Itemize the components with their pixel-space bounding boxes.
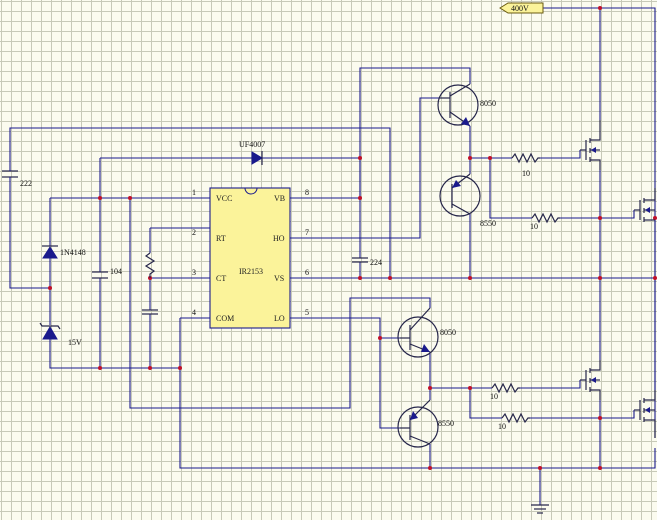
ic-pin-number-3: 3 — [192, 268, 196, 277]
resistor-r3[interactable]: 10 — [490, 382, 520, 401]
power-port-label: 400V — [511, 4, 529, 13]
wires — [9, 7, 656, 505]
resistor-rt[interactable] — [144, 252, 156, 278]
resistor-r1-label: 10 — [522, 169, 530, 178]
ic-pin-number-4: 4 — [192, 308, 196, 317]
ic-pin-name-com: COM — [216, 314, 234, 323]
ic-pin-name-vb: VB — [274, 194, 285, 203]
zener-15v-label: 15V — [68, 338, 82, 347]
ic-pin-name-vcc: VCC — [216, 194, 232, 203]
capacitor-ct[interactable] — [142, 309, 158, 315]
resistor-r1[interactable]: 10 — [511, 152, 540, 178]
ic-pin-number-7: 7 — [305, 228, 309, 237]
ic-ir2153[interactable]: IR2153 VCC RT CT COM LO VS HO VB 1 2 3 4… — [192, 187, 309, 329]
capacitor-104[interactable]: 104 — [92, 267, 122, 279]
capacitor-224-label: 224 — [370, 258, 382, 267]
capacitor-222-label: 222 — [20, 179, 32, 188]
zener-15v[interactable]: 15V — [39, 322, 82, 347]
ground-symbol — [531, 504, 549, 514]
transistor-q1-8050[interactable]: 8050 — [437, 83, 496, 127]
transistor-q3-8050[interactable]: 8050 — [397, 307, 456, 358]
capacitor-224[interactable]: 224 — [352, 257, 382, 267]
ic-pin-number-8: 8 — [305, 188, 309, 197]
ic-pin-name-ct: CT — [216, 274, 226, 283]
capacitor-222[interactable]: 222 — [2, 168, 32, 188]
ic-pin-name-lo: LO — [274, 314, 285, 323]
diode-uf4007-label: UF4007 — [239, 140, 265, 149]
resistor-r3-label: 10 — [490, 392, 498, 401]
ic-pin-number-2: 2 — [192, 228, 196, 237]
transistor-q1-label: 8050 — [480, 99, 496, 108]
transistor-q3-label: 8050 — [440, 328, 456, 337]
transistor-q2-8550[interactable]: 8550 — [439, 173, 496, 228]
junction-dots — [48, 6, 657, 470]
ic-pin-name-vs: VS — [274, 274, 284, 283]
ic-pin-name-rt: RT — [216, 234, 226, 243]
ic-pin-number-6: 6 — [305, 268, 309, 277]
ic-pin-name-ho: HO — [273, 234, 285, 243]
resistor-r2[interactable]: 10 — [530, 212, 560, 231]
ic-pin-number-1: 1 — [192, 188, 196, 197]
resistor-r4-label: 10 — [498, 422, 506, 431]
transistor-q2-label: 8550 — [480, 219, 496, 228]
transistor-q4-8550[interactable]: 8550 — [397, 399, 454, 448]
ic-pin-number-5: 5 — [305, 308, 309, 317]
resistor-r2-label: 10 — [530, 222, 538, 231]
mosfet-upper-left[interactable] — [580, 120, 601, 170]
mosfet-upper-right[interactable] — [634, 188, 656, 222]
diode-1n4148-label: 1N4148 — [60, 248, 86, 257]
diode-1n4148[interactable]: 1N4148 — [42, 245, 86, 259]
capacitor-104-label: 104 — [110, 267, 122, 276]
diode-uf4007[interactable]: UF4007 — [239, 140, 265, 165]
power-port-400v[interactable]: 400V — [499, 2, 544, 14]
mosfet-lower-right[interactable] — [634, 390, 656, 438]
resistor-r4[interactable]: 10 — [498, 412, 530, 431]
transistor-q4-label: 8550 — [438, 419, 454, 428]
mosfet-lower-left[interactable] — [580, 360, 601, 400]
ic-part-label: IR2153 — [239, 267, 263, 276]
